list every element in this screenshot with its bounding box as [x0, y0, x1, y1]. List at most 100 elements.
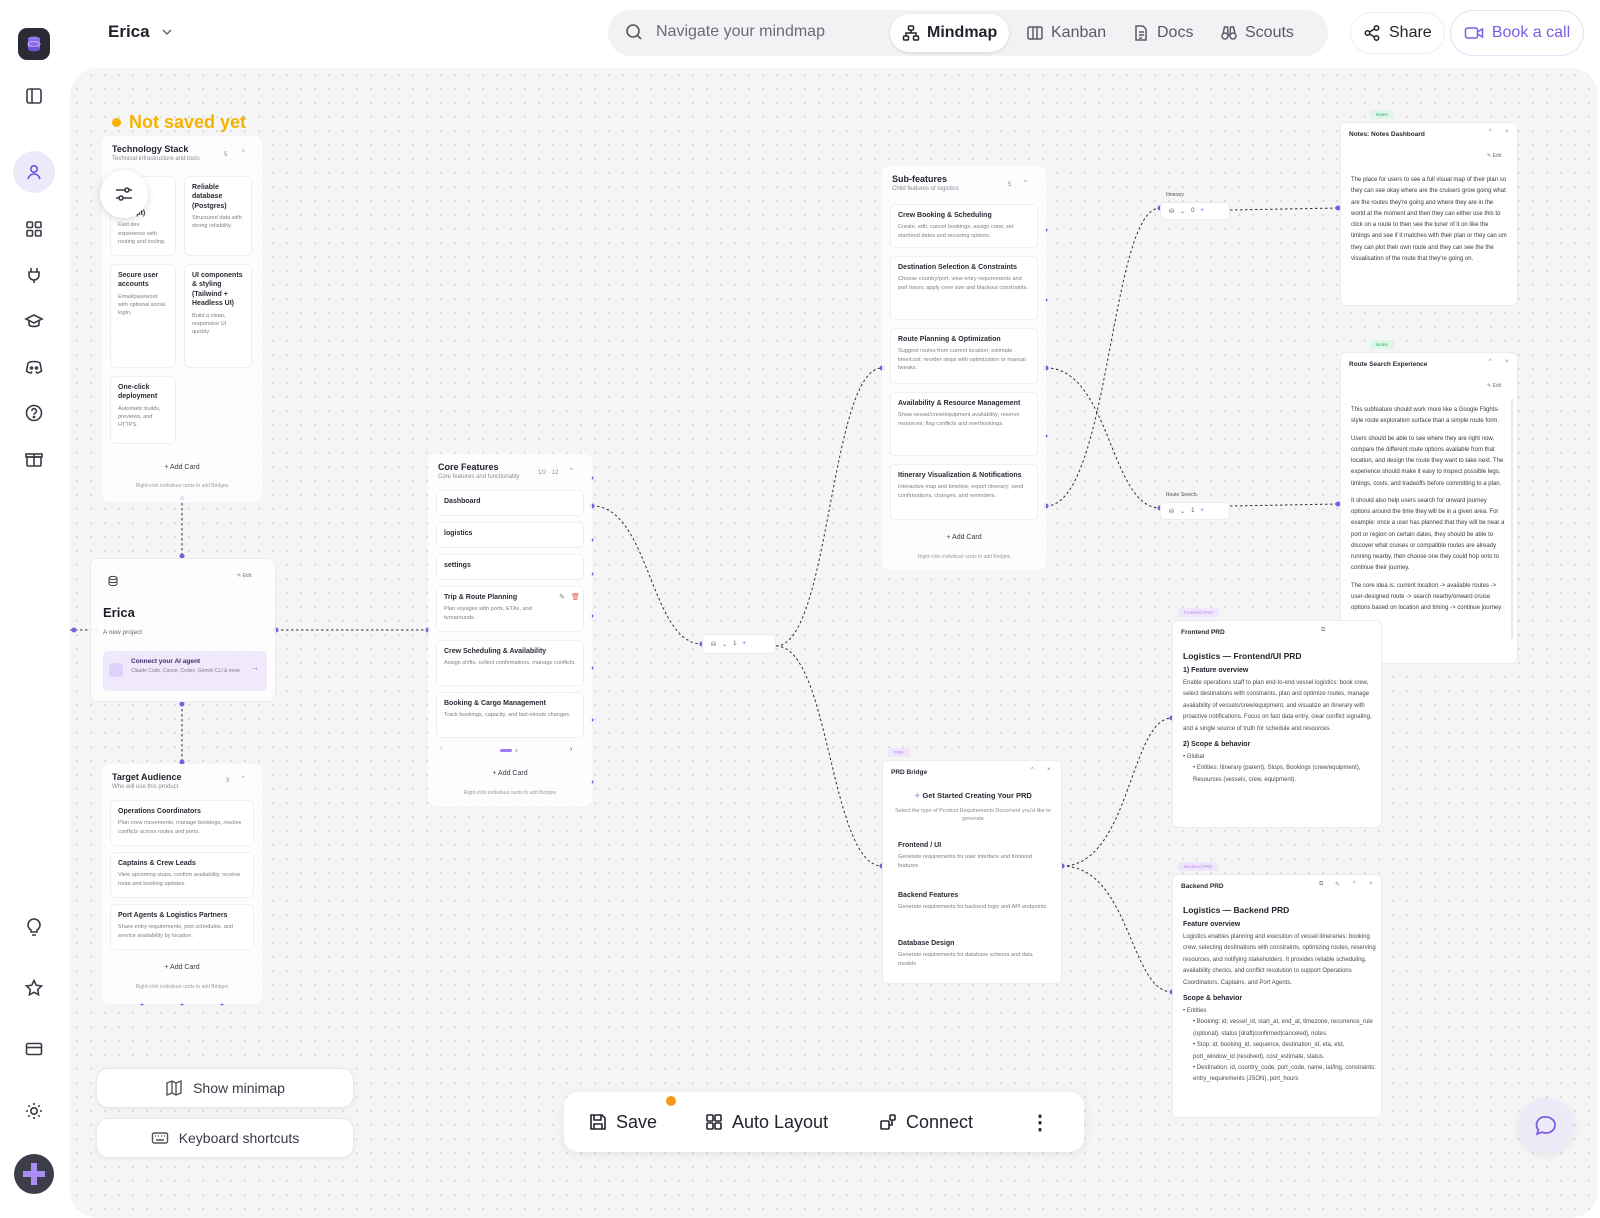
pagination-dot-active[interactable]: [500, 749, 512, 752]
auto-layout-button[interactable]: Auto Layout: [704, 1104, 828, 1140]
mindmap-search[interactable]: Navigate your mindmap: [624, 22, 825, 42]
card[interactable]: logistics: [436, 522, 584, 548]
card[interactable]: settings: [436, 554, 584, 580]
close-icon[interactable]: ×: [1505, 129, 1509, 135]
add-card-button[interactable]: + Add Card: [164, 464, 200, 471]
copy-icon[interactable]: ⧉: [1321, 627, 1326, 633]
edit-button[interactable]: ✎ Edit: [1487, 153, 1501, 159]
collapse-icon[interactable]: ^: [1024, 180, 1027, 186]
collapse-icon[interactable]: ^: [570, 468, 573, 474]
pencil-icon[interactable]: ✎: [559, 594, 565, 601]
edit-button[interactable]: ✎ Edit: [1487, 383, 1501, 389]
collapse-icon[interactable]: ^: [1031, 767, 1034, 773]
panel-toggle-icon[interactable]: [18, 80, 50, 112]
chat-button[interactable]: [1518, 1098, 1574, 1154]
close-icon[interactable]: ×: [1047, 767, 1051, 773]
collapse-icon[interactable]: ^: [242, 776, 245, 782]
user-icon[interactable]: [13, 151, 55, 193]
scrollbar[interactable]: [1511, 399, 1513, 639]
pagination-dot[interactable]: [515, 749, 518, 752]
chevron-left-icon[interactable]: ‹: [440, 746, 442, 752]
connect-button[interactable]: Connect: [878, 1104, 973, 1140]
connect-agent-button[interactable]: Connect your AI agent Claude Code, Curso…: [103, 651, 267, 691]
project-switcher[interactable]: Erica: [108, 22, 174, 42]
collapse-icon[interactable]: ^: [1489, 129, 1492, 135]
card[interactable]: Dashboard: [436, 490, 584, 516]
itinerary-node[interactable]: ⛁⌄0+: [1160, 202, 1230, 220]
graduation-cap-icon[interactable]: [18, 305, 50, 337]
book-call-button[interactable]: Book a call: [1450, 10, 1584, 56]
plug-icon[interactable]: [18, 259, 50, 291]
tab-docs[interactable]: Docs: [1120, 14, 1205, 52]
add-icon[interactable]: +: [742, 641, 746, 647]
route-search-note-card[interactable]: Route Search Experience ^ × ✎ Edit This …: [1340, 352, 1518, 664]
collapse-icon[interactable]: ^: [242, 150, 245, 156]
tab-scouts[interactable]: Scouts: [1208, 14, 1306, 52]
notes-dashboard-card[interactable]: Notes: Notes Dashboard ^ × ✎ Edit The pl…: [1340, 122, 1518, 306]
chevron-right-icon[interactable]: ›: [570, 746, 573, 753]
copy-icon[interactable]: ⧉: [1319, 881, 1324, 887]
theme-sun-icon[interactable]: [18, 1095, 50, 1127]
add-card-button[interactable]: + Add Card: [492, 770, 528, 777]
workspace-avatar[interactable]: [14, 1154, 54, 1194]
tab-kanban[interactable]: Kanban: [1014, 14, 1118, 52]
star-icon[interactable]: [18, 972, 50, 1004]
card-desc: Generate requirements for backend logic …: [898, 904, 1047, 911]
filter-button[interactable]: [100, 170, 148, 218]
share-button[interactable]: Share: [1350, 12, 1445, 54]
lightbulb-icon[interactable]: [18, 911, 50, 943]
add-icon[interactable]: +: [1200, 508, 1204, 514]
more-menu-icon[interactable]: ⋮: [1030, 1111, 1050, 1134]
card[interactable]: UI components & styling (Tailwind + Head…: [184, 264, 252, 368]
gift-icon[interactable]: [18, 443, 50, 475]
card-desc: Share entry requirements, port schedules…: [118, 924, 234, 939]
grid-icon[interactable]: [18, 213, 50, 245]
prd-bridge-card[interactable]: PRD Bridge ^ × ✧ Get Started Creating Yo…: [882, 760, 1062, 984]
pencil-icon[interactable]: ✎: [1335, 882, 1341, 888]
card[interactable]: Reliable database (Postgres)Structured d…: [184, 176, 252, 256]
route-search-node[interactable]: ⛁⌄1+: [1160, 502, 1230, 520]
add-icon[interactable]: +: [1200, 208, 1204, 214]
collapse-icon[interactable]: ^: [1353, 881, 1356, 887]
bridge-node[interactable]: ⛁⌄1+: [702, 634, 776, 654]
trash-icon[interactable]: 🗑: [571, 594, 580, 601]
frontend-prd-card[interactable]: Frontend PRD ⧉ Logistics — Frontend/UI P…: [1172, 620, 1382, 828]
help-icon[interactable]: [18, 397, 50, 429]
project-node[interactable]: ✎ Edit Erica A new project Connect your …: [90, 558, 276, 702]
collapse-icon[interactable]: ^: [1489, 359, 1492, 365]
billing-card-icon[interactable]: [18, 1033, 50, 1065]
show-minimap-button[interactable]: Show minimap: [96, 1068, 354, 1108]
app-logo[interactable]: [18, 28, 50, 60]
keyboard-shortcuts-button[interactable]: Keyboard shortcuts: [96, 1118, 354, 1158]
add-card-button[interactable]: + Add Card: [164, 964, 200, 971]
backend-prd-card[interactable]: Backend PRD ⧉ ✎ ^ × Logistics — Backend …: [1172, 874, 1382, 1118]
save-button[interactable]: Save: [588, 1104, 657, 1140]
card-title: Frontend / UI: [898, 842, 942, 849]
add-card-button[interactable]: + Add Card: [946, 534, 982, 541]
close-icon[interactable]: ×: [1369, 881, 1373, 887]
discord-icon[interactable]: [18, 351, 50, 383]
edit-button[interactable]: ✎ Edit: [237, 573, 251, 579]
tab-mindmap[interactable]: Mindmap: [890, 14, 1010, 52]
close-icon[interactable]: ×: [1505, 359, 1509, 365]
